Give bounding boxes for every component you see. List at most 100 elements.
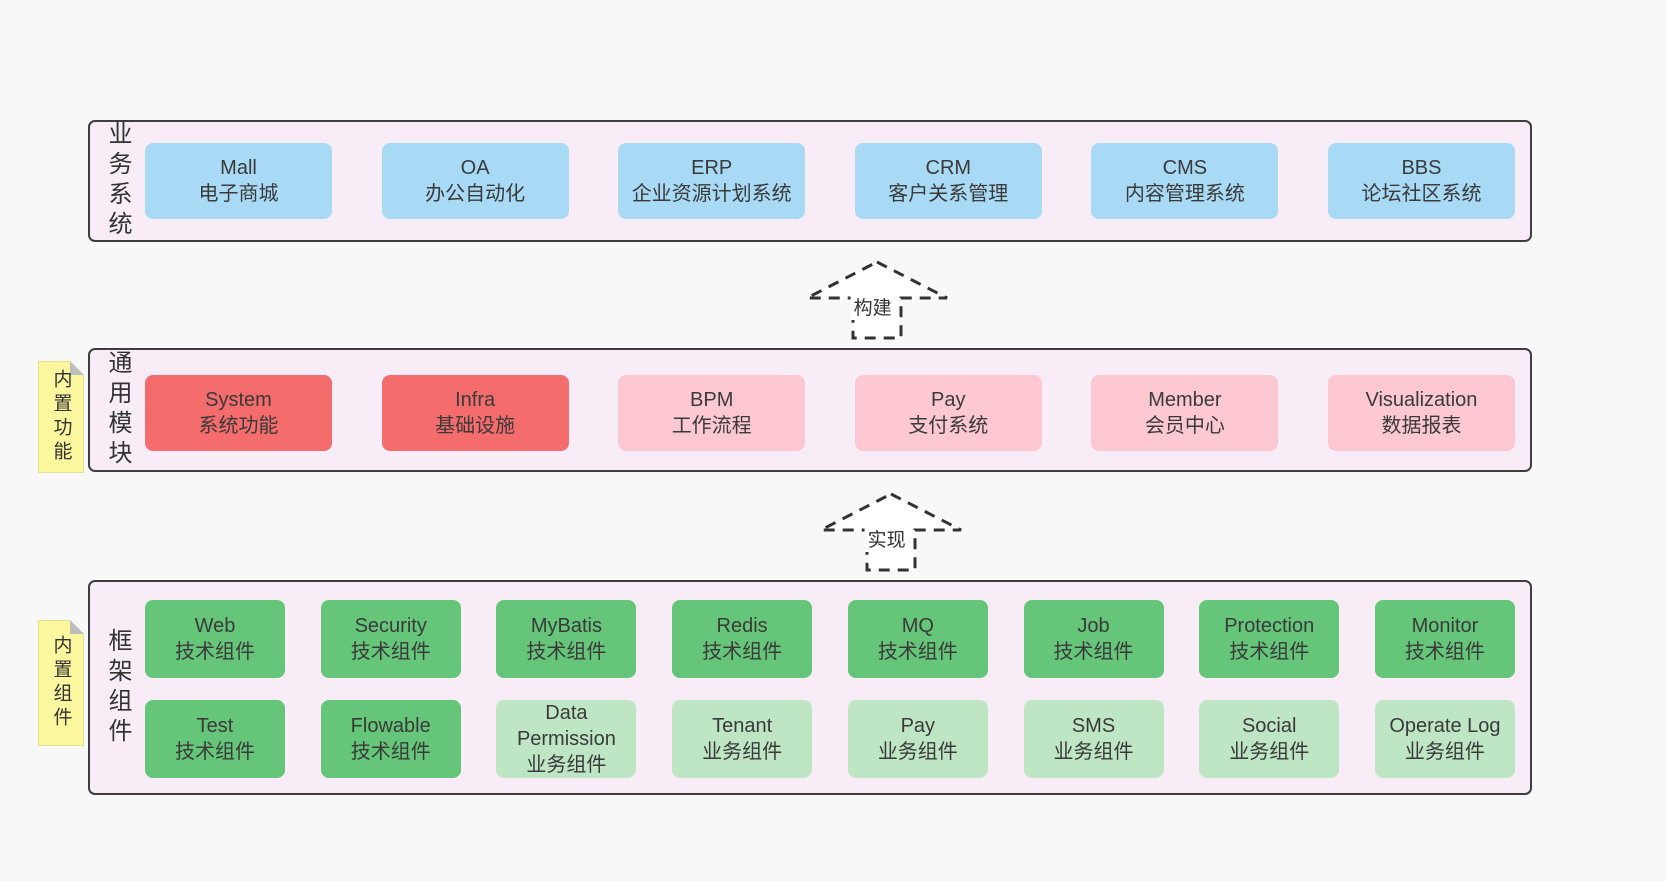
box-subtitle: 技术组件 <box>877 641 958 663</box>
box-subtitle: 电子商城 <box>198 183 279 205</box>
box-subtitle: 基础设施 <box>435 415 516 437</box>
box-title: OA <box>460 157 490 179</box>
arrow-build: 构建 <box>805 260 949 340</box>
note-fold-corner-icon <box>70 620 84 634</box>
box-title: Monitor <box>1411 615 1479 637</box>
box-erp: ERP 企业资源计划系统 <box>618 143 806 219</box>
box-subtitle: 业务组件 <box>877 741 958 763</box>
box-title: CRM <box>925 157 972 179</box>
box-title: Visualization <box>1365 389 1478 411</box>
box-visualization: Visualization 数据报表 <box>1327 375 1515 451</box>
band-common-modules-label: 通用模块 <box>104 350 131 470</box>
box-operate-log: Operate Log 业务组件 <box>1374 700 1515 778</box>
box-title: CMS <box>1162 157 1208 179</box>
box-subtitle: 支付系统 <box>908 415 989 437</box>
box-monitor: Monitor 技术组件 <box>1374 600 1515 678</box>
box-title: Flowable <box>350 715 431 737</box>
box-subtitle: 办公自动化 <box>425 183 526 205</box>
sticky-note-builtin-features-label: 内置功能 <box>50 369 72 465</box>
box-job: Job 技术组件 <box>1023 600 1164 678</box>
box-security: Security 技术组件 <box>320 600 461 678</box>
box-infra: Infra 基础设施 <box>381 375 569 451</box>
box-title: Web <box>194 615 236 637</box>
arrow-implement-label: 实现 <box>864 525 909 552</box>
box-subtitle: 技术组件 <box>175 641 255 663</box>
box-subtitle: 客户关系管理 <box>888 183 1009 205</box>
box-subtitle: 业务组件 <box>1404 741 1485 763</box>
band-business-systems-label: 业务系统 <box>104 121 131 241</box>
box-subtitle: 会员中心 <box>1144 415 1225 437</box>
box-data-permission: Data Permission 业务组件 <box>496 700 637 778</box>
note-fold-corner-icon <box>70 361 84 375</box>
box-title: Data Permission <box>516 702 616 750</box>
box-subtitle: 数据报表 <box>1381 415 1462 437</box>
box-test: Test 技术组件 <box>145 700 285 778</box>
box-title: Test <box>196 715 234 737</box>
box-bpm: BPM 工作流程 <box>618 375 806 451</box>
box-title: MyBatis <box>530 615 602 637</box>
box-title: Tenant <box>712 715 773 737</box>
box-title: Operate Log <box>1389 715 1501 737</box>
box-system: System 系统功能 <box>145 375 332 451</box>
box-subtitle: 技术组件 <box>175 741 255 763</box>
box-subtitle: 业务组件 <box>1229 741 1310 763</box>
box-tenant: Tenant 业务组件 <box>672 700 813 778</box>
box-pay-biz: Pay 业务组件 <box>847 700 988 778</box>
box-subtitle: 内容管理系统 <box>1124 183 1245 205</box>
framework-components-row-2: Test 技术组件 Flowable 技术组件 Data Permission … <box>145 700 1515 778</box>
box-subtitle: 技术组件 <box>702 641 783 663</box>
box-social: Social 业务组件 <box>1199 700 1340 778</box>
box-subtitle: 系统功能 <box>198 415 279 437</box>
band-common-modules: 通用模块 System 系统功能 Infra 基础设施 BPM 工作流程 Pay… <box>88 348 1532 472</box>
box-mybatis: MyBatis 技术组件 <box>496 600 637 678</box>
box-title: Redis <box>716 615 768 637</box>
box-subtitle: 技术组件 <box>1404 641 1485 663</box>
box-cms: CMS 内容管理系统 <box>1091 143 1279 219</box>
box-title: Security <box>354 615 427 637</box>
box-member: Member 会员中心 <box>1091 375 1279 451</box>
box-oa: OA 办公自动化 <box>381 143 569 219</box>
arrow-build-label: 构建 <box>850 293 895 320</box>
box-title: Job <box>1077 615 1110 637</box>
arrow-implement: 实现 <box>819 492 963 572</box>
box-title: Pay <box>931 389 966 411</box>
box-protection: Protection 技术组件 <box>1199 600 1340 678</box>
framework-components-row-1: Web 技术组件 Security 技术组件 MyBatis 技术组件 Redi… <box>145 600 1515 678</box>
common-modules-row: System 系统功能 Infra 基础设施 BPM 工作流程 Pay 支付系统… <box>145 375 1515 451</box>
box-subtitle: 技术组件 <box>526 641 607 663</box>
box-subtitle: 论坛社区系统 <box>1361 183 1482 205</box>
box-web: Web 技术组件 <box>145 600 285 678</box>
band-framework-components-label: 框架组件 <box>104 627 131 748</box>
box-sms: SMS 业务组件 <box>1023 700 1164 778</box>
box-title: ERP <box>691 157 733 179</box>
box-mq: MQ 技术组件 <box>847 600 988 678</box>
box-title: BBS <box>1401 157 1442 179</box>
box-title: Protection <box>1224 615 1315 637</box>
box-title: Member <box>1148 389 1222 411</box>
box-title: Mall <box>220 157 257 179</box>
box-title: Pay <box>900 715 936 737</box>
box-subtitle: 业务组件 <box>1053 741 1134 763</box>
box-title: SMS <box>1071 715 1116 737</box>
box-subtitle: 工作流程 <box>671 415 752 437</box>
box-title: Social <box>1241 715 1297 737</box>
business-systems-row: Mall 电子商城 OA 办公自动化 ERP 企业资源计划系统 CRM 客户关系… <box>145 143 1515 219</box>
box-subtitle: 业务组件 <box>702 741 783 763</box>
box-subtitle: 企业资源计划系统 <box>631 183 792 205</box>
box-subtitle: 技术组件 <box>350 641 431 663</box>
box-redis: Redis 技术组件 <box>672 600 813 678</box>
band-framework-components: 框架组件 Web 技术组件 Security 技术组件 MyBatis 技术组件… <box>88 580 1532 795</box>
box-crm: CRM 客户关系管理 <box>854 143 1042 219</box>
box-subtitle: 技术组件 <box>1053 641 1134 663</box>
box-title: BPM <box>690 389 734 411</box>
sticky-note-builtin-components: 内置组件 <box>38 620 84 746</box>
box-subtitle: 技术组件 <box>1229 641 1310 663</box>
box-flowable: Flowable 技术组件 <box>320 700 461 778</box>
box-pay: Pay 支付系统 <box>854 375 1042 451</box>
box-title: Infra <box>455 389 496 411</box>
sticky-note-builtin-features: 内置功能 <box>38 361 84 473</box>
box-title: System <box>205 389 272 411</box>
box-title: MQ <box>901 615 934 637</box>
box-mall: Mall 电子商城 <box>145 143 332 219</box>
